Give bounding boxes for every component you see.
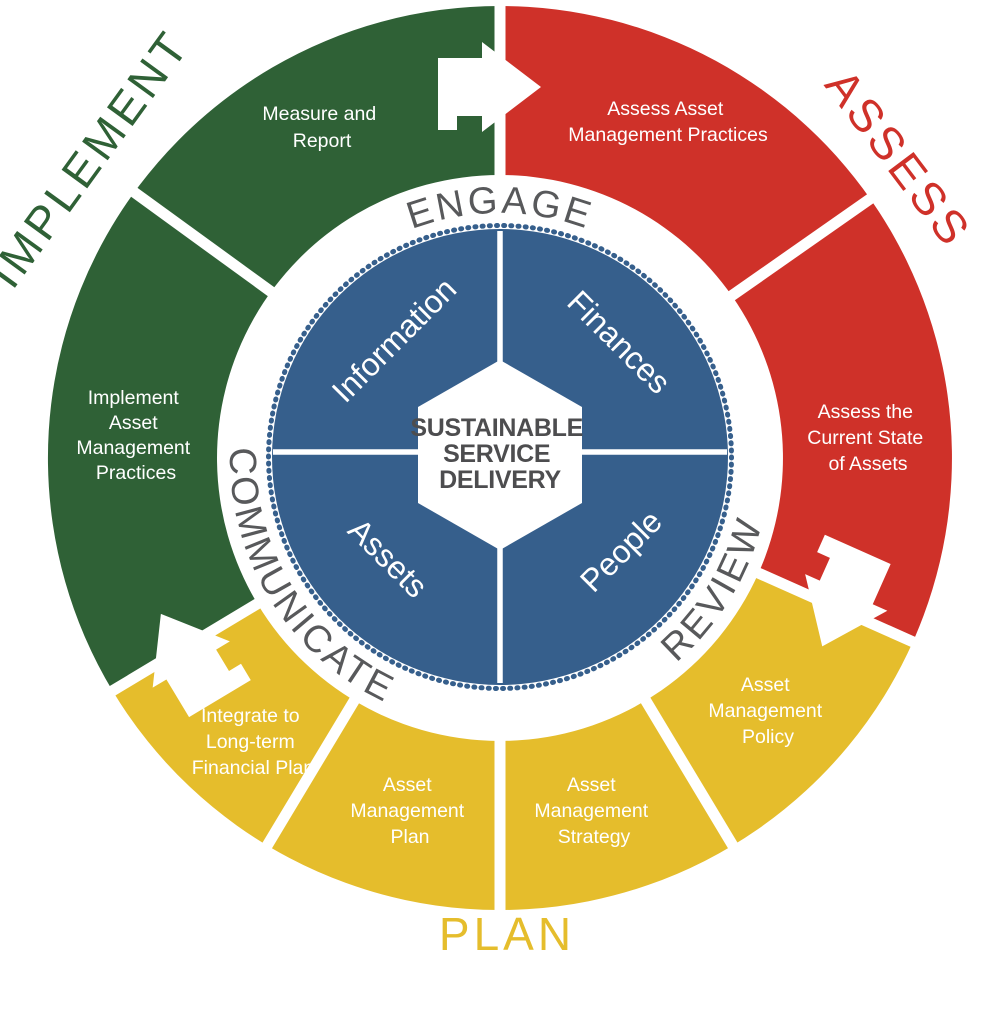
outer-ring [47, 6, 952, 911]
divider-assess [716, 188, 882, 309]
segment-line: Report [293, 130, 352, 152]
assess-practices-segment-label: Assess Asset Management Practices [568, 98, 768, 146]
arrow-plan-to-implement-icon [152, 613, 251, 718]
segment-line: Assess the [818, 401, 913, 423]
assess-phase-sector [500, 6, 952, 642]
segment-line: Strategy [558, 826, 631, 848]
segment-line: Assess Asset [607, 98, 724, 120]
center-hexagon: SUSTAINABLE SERVICE DELIVERY [410, 360, 589, 550]
segment-line: Measure and [262, 103, 376, 125]
strategy-segment-label: Asset Management Strategy [534, 774, 653, 848]
plan-segment-label: Asset Management Plan [350, 774, 469, 848]
arrow-assess-to-plan-icon [805, 534, 891, 647]
segment-line: Implement [88, 387, 180, 409]
segment-line: Management Practices [568, 124, 768, 146]
plan-phase-sector [112, 573, 913, 911]
segment-line: Financial Plan [192, 757, 314, 779]
segment-line: of Assets [828, 453, 907, 475]
segment-line: Asset [383, 774, 432, 796]
segment-line: Practices [96, 462, 176, 484]
segment-line: Management [350, 800, 464, 822]
center-title: SUSTAINABLE SERVICE DELIVERY [410, 414, 589, 494]
center-title-line: DELIVERY [439, 466, 561, 494]
assess-state-segment-label: Assess the Current State of Assets [807, 401, 928, 475]
divider-implement [122, 181, 287, 305]
measure-report-segment-label: Measure and Report [262, 103, 381, 152]
divider-plan-integrate [257, 684, 367, 857]
integrate-segment-label: Integrate to Long-term Financial Plan [192, 705, 314, 779]
inner-circle-stitch-edge [266, 223, 734, 691]
segment-line: Management [708, 700, 822, 722]
segment-line: Plan [390, 826, 429, 848]
center-title-line: SUSTAINABLE [410, 414, 583, 442]
segment-line: Management [76, 437, 190, 459]
center-title-line: SERVICE [443, 440, 550, 468]
segment-line: Integrate to [201, 705, 300, 727]
segment-line: Asset [109, 412, 158, 434]
policy-segment-label: Asset Management Policy [708, 674, 827, 748]
segment-line: Management [534, 800, 648, 822]
segment-line: Policy [742, 726, 794, 748]
segment-line: Current State [807, 427, 923, 449]
divider-policy-strategy [633, 684, 743, 857]
segment-line: Asset [567, 774, 616, 796]
hexagon-shape [418, 360, 582, 550]
segment-line: Long-term [206, 731, 295, 753]
plan-phase-label: PLAN [439, 908, 575, 960]
arrow-implement-to-assess-icon [438, 42, 541, 132]
segment-line: Asset [741, 674, 790, 696]
implement-phase-sector [47, 6, 500, 691]
implement-practices-segment-label: Implement Asset Management Practices [76, 387, 195, 484]
flow-arrows [152, 42, 891, 718]
